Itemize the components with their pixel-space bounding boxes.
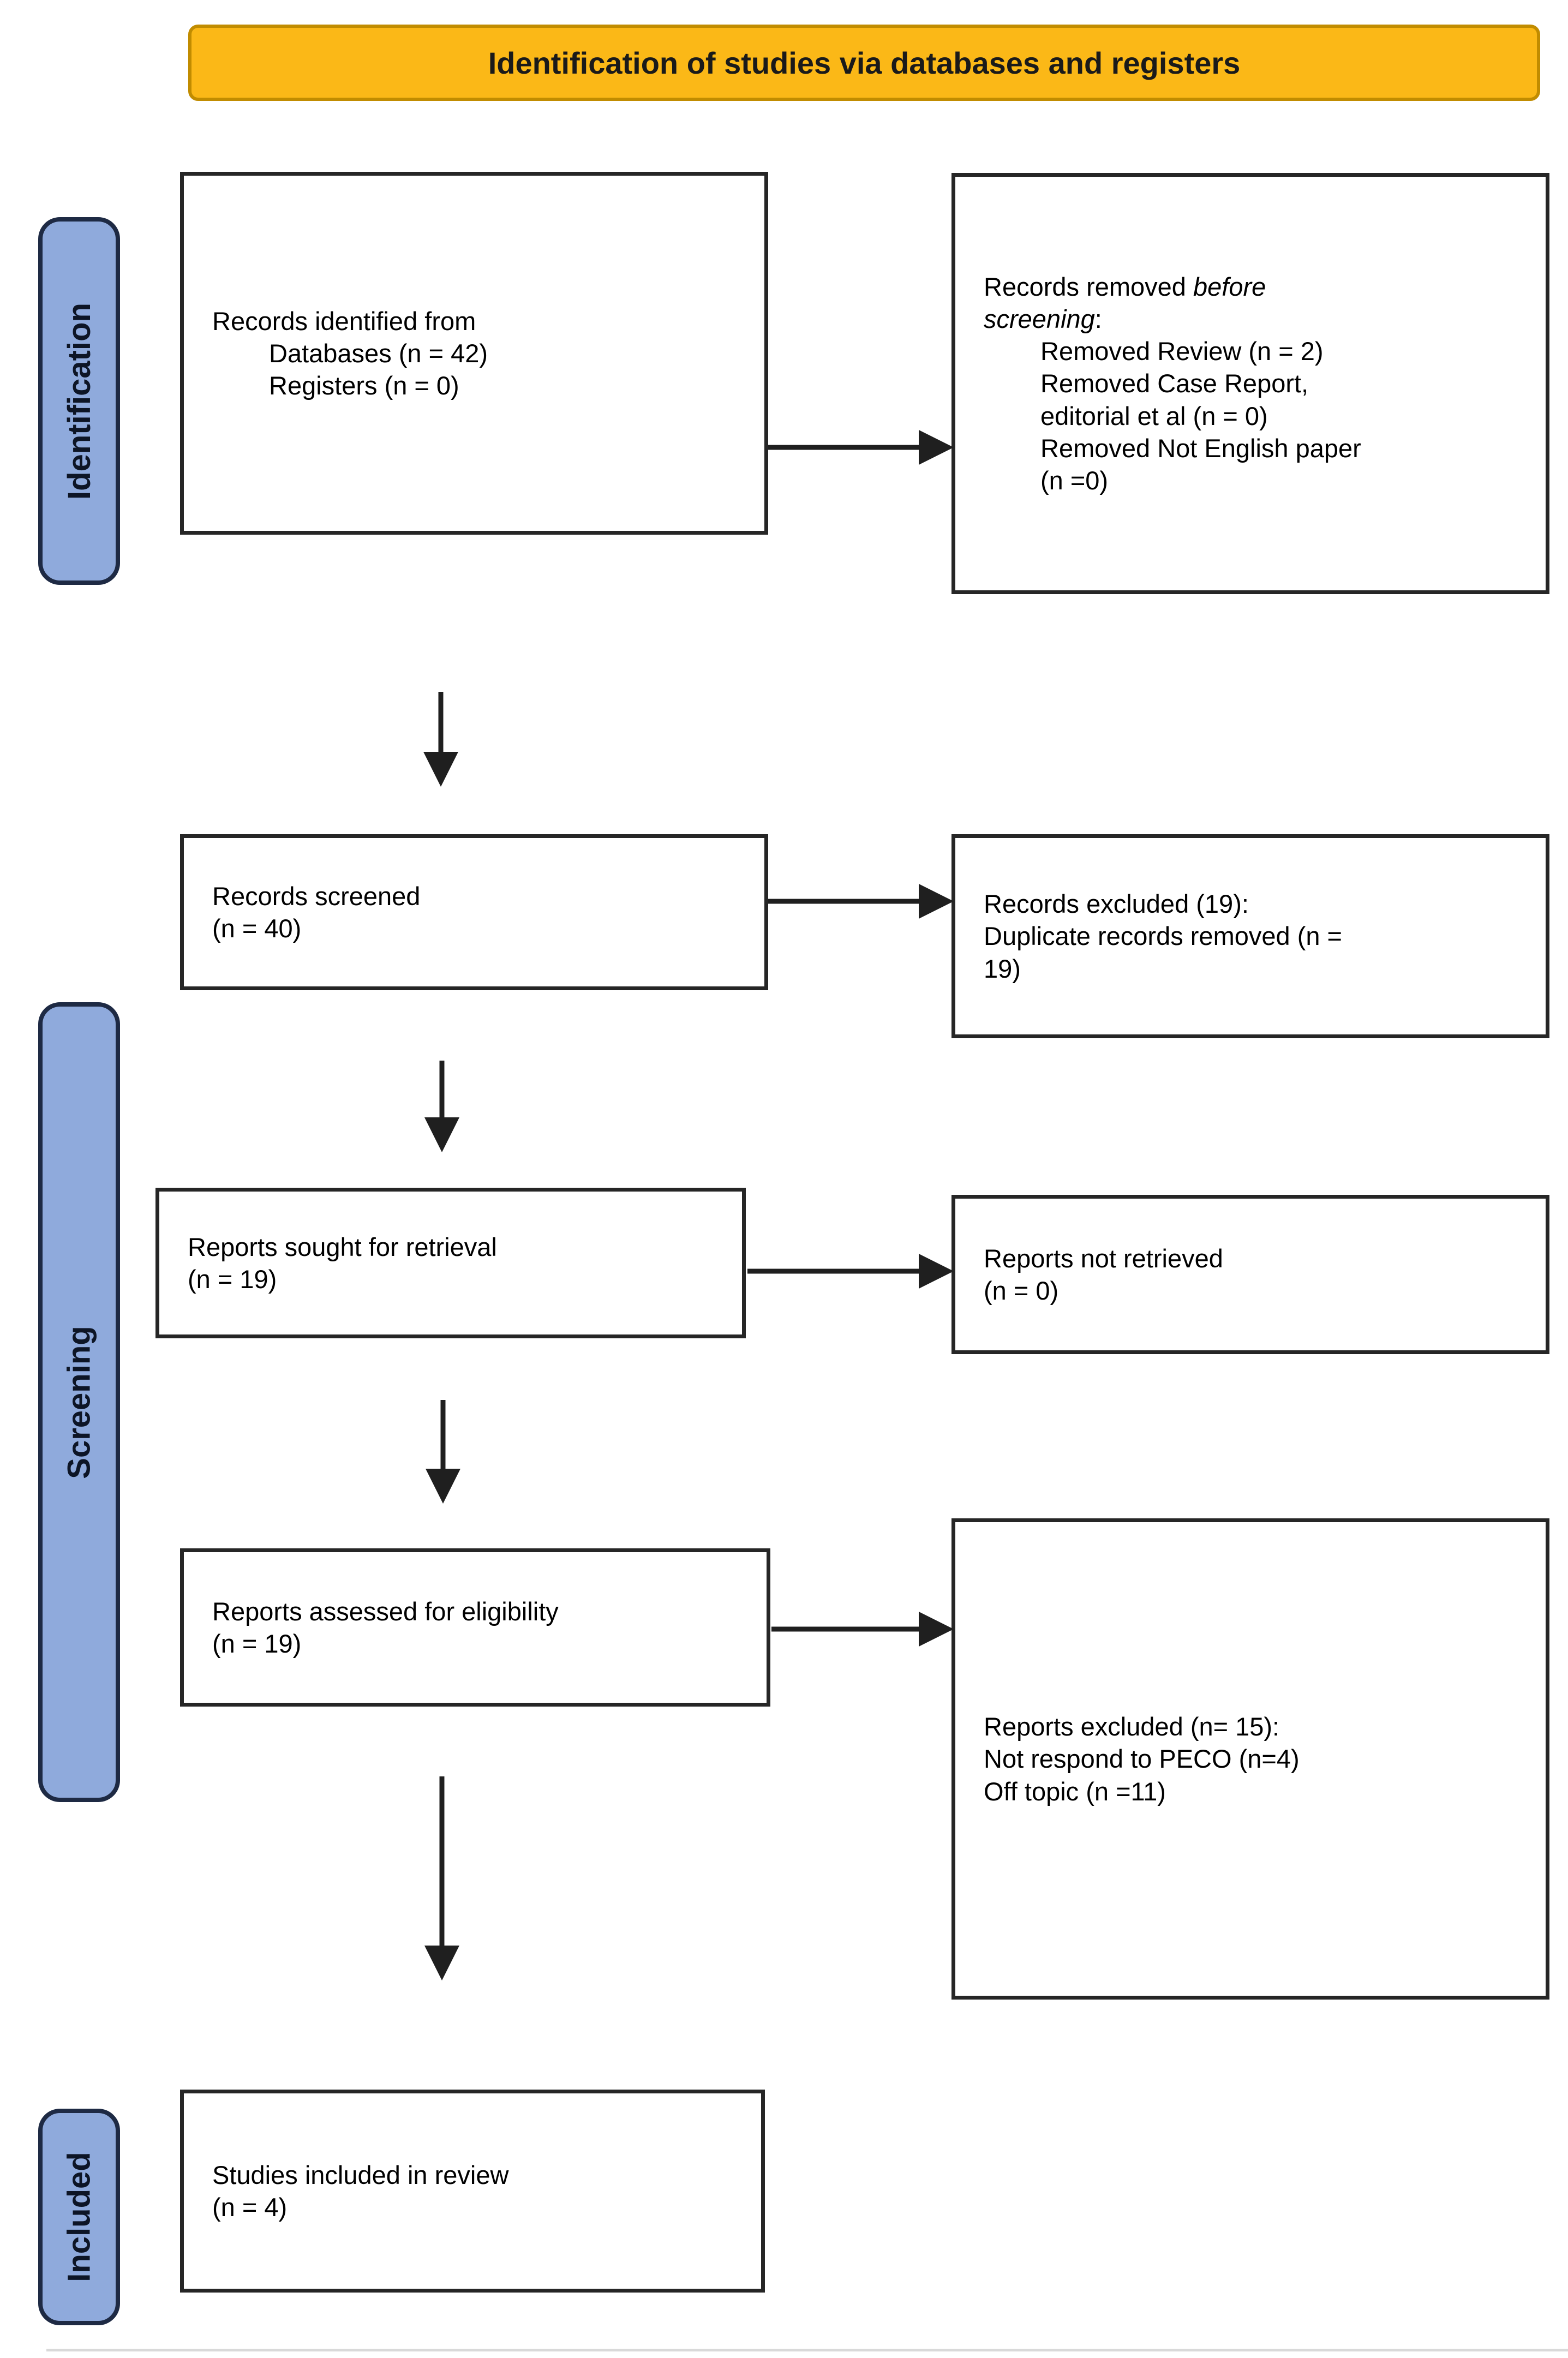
reports-not-retrieved-line1: Reports not retrieved [984,1243,1223,1273]
box-records-removed: Records removed before screening: Remove… [951,173,1549,594]
records-identified-line: Records identified from [212,306,476,336]
arrow-assessed-to-reports-excluded [771,1612,954,1647]
reports-assessed-line2: (n = 19) [212,1629,302,1658]
records-excluded-line3: 19) [984,954,1021,983]
stage-label-screening: Screening [38,1002,120,1802]
arrow-sought-to-assessed [426,1400,460,1504]
records-removed-line1: Records removed before [984,271,1529,303]
box-studies-included: Studies included in review (n = 4) [180,2090,765,2293]
reports-sought-line1: Reports sought for retrieval [188,1232,497,1261]
box-reports-sought: Reports sought for retrieval (n = 19) [155,1188,746,1338]
studies-included-line1: Studies included in review [212,2160,509,2189]
reports-excluded-line3: Off topic (n =11) [984,1776,1166,1806]
records-screened-line2: (n = 40) [212,914,302,943]
studies-included-line2: (n = 4) [212,2193,288,2222]
records-removed-italic1: before [1193,272,1266,301]
records-removed-italic2: screening [984,304,1095,333]
banner: Identification of studies via databases … [188,25,1540,101]
records-excluded-line1: Records excluded (19): [984,889,1249,919]
box-reports-excluded: Reports excluded (n= 15): Not respond to… [951,1518,1549,2000]
box-reports-assessed: Reports assessed for eligibility (n = 19… [180,1548,770,1707]
box-reports-not-retrieved: Reports not retrieved (n = 0) [951,1195,1549,1354]
records-identified-databases: Databases (n = 42) [269,338,488,368]
arrow-screened-to-sought [424,1061,459,1152]
records-removed-item5: (n =0) [1040,466,1109,495]
records-removed-item4: Removed Not English paper [1040,433,1361,463]
banner-title: Identification of studies via databases … [488,45,1241,80]
arrow-assessed-to-included [424,1776,459,1980]
records-identified-registers: Registers (n = 0) [269,371,459,400]
stage-label-included: Included [38,2109,120,2325]
arrow-screened-to-records-excluded [768,884,954,919]
records-removed-item3: editorial et al (n = 0) [1040,401,1268,430]
records-removed-prefix: Records removed [984,272,1193,301]
box-records-screened: Records screened (n = 40) [180,834,768,990]
arrow-identified-to-removed [768,430,954,465]
reports-sought-line2: (n = 19) [188,1265,277,1294]
records-removed-line2: screening: [984,303,1529,335]
box-records-identified: Records identified from Databases (n = 4… [180,172,768,535]
bottom-divider [46,2349,1568,2351]
reports-not-retrieved-line2: (n = 0) [984,1276,1059,1305]
reports-excluded-line1: Reports excluded (n= 15): [984,1712,1280,1741]
stage-label-identification: Identification [38,217,120,585]
records-excluded-line2: Duplicate records removed (n = [984,921,1342,951]
arrow-sought-to-not-retrieved [747,1254,954,1289]
box-records-excluded: Records excluded (19): Duplicate records… [951,834,1549,1038]
reports-assessed-line1: Reports assessed for eligibility [212,1596,559,1626]
reports-excluded-line2: Not respond to PECO (n=4) [984,1744,1300,1774]
records-removed-item1: Removed Review (n = 2) [1040,337,1324,366]
arrow-identified-to-screened [423,692,458,787]
records-removed-item2: Removed Case Report, [1040,369,1309,398]
records-removed-colon: : [1094,304,1102,333]
records-screened-line1: Records screened [212,881,421,911]
